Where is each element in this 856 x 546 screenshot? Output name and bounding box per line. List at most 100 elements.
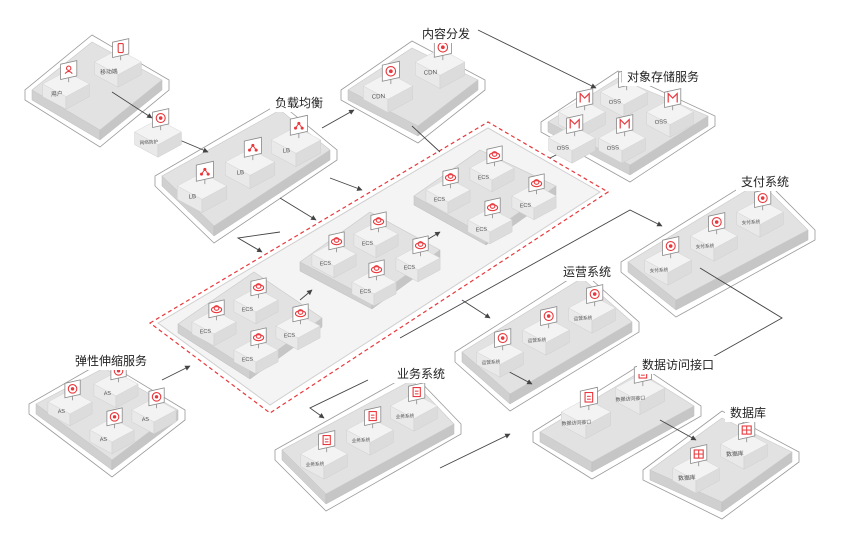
ops-node-3-label: 运营系统 [573, 314, 592, 322]
ecs-b-node-1-label: ECS [320, 261, 332, 268]
ecs-a-node-1-label: ECS [200, 329, 212, 336]
scaling-icon [67, 384, 78, 394]
db-node-2: 数据库 [720, 420, 768, 470]
db-group-title: 数据库 [725, 404, 772, 422]
dai-group-title: 数据访问接口 [637, 356, 720, 374]
ecs-a-node-2-label: ECS [242, 307, 254, 314]
ecs-a-node-3: ECS [275, 303, 321, 351]
payment-icon [665, 241, 676, 252]
dai-node-1: 数据访问接口 [560, 386, 612, 440]
conn-pay-dai [699, 267, 783, 365]
as-node-3: AS [131, 387, 177, 435]
conn-as-ecs [161, 365, 191, 381]
waf-node-1: 网络防护 [134, 108, 182, 158]
biz-node-2: 业务系统 [346, 406, 394, 456]
as-outline [28, 360, 186, 478]
db-node-1-label: 数据库 [678, 473, 696, 482]
conn-lb-ecs-a [236, 231, 281, 253]
database-icon [693, 449, 704, 459]
storage-icon [667, 92, 678, 103]
ecs-c-node-2-label: ECS [478, 175, 490, 182]
lb-node-2: LB [224, 136, 276, 190]
biz-node-2-label: 业务系统 [351, 436, 370, 444]
scaling-icon [109, 412, 120, 422]
db-node-1: 数据库 [672, 444, 720, 494]
conn-biz-dai [439, 433, 511, 469]
cloud-icon [444, 173, 457, 182]
ecs-c-node-4: ECS [467, 197, 513, 245]
biz-group-title: 业务系统 [392, 365, 451, 383]
dai-node-2-label: 数据访问接口 [615, 394, 645, 403]
cdn-outline [340, 40, 486, 144]
biz-node-3: 业务系统 [390, 382, 438, 432]
operations-icon [589, 288, 600, 300]
cloud-icon [252, 283, 265, 292]
ecs-b-node-1: ECS [311, 231, 357, 279]
oss-node-4: OSS [598, 114, 646, 164]
cloud-icon [488, 151, 501, 160]
cloud-icon [372, 217, 385, 226]
ecs-b-node-2: ECS [353, 211, 399, 259]
pay-group-title: 支付系统 [736, 173, 795, 191]
pay-node-2-label: 支付系统 [695, 242, 714, 250]
ecs-b-node-3: ECS [395, 235, 441, 283]
ecs-b-node-4-label: ECS [360, 289, 372, 296]
lb-outline [154, 102, 338, 244]
ecs-b-node-2-label: ECS [362, 241, 374, 248]
ops-node-2: 运营系统 [522, 306, 570, 356]
biz-node-1-label: 业务系统 [305, 460, 324, 468]
client-node-2-label: 移动端 [100, 67, 118, 76]
as-node-3-label: AS [142, 417, 150, 424]
pay-node-1: 支付系统 [644, 236, 692, 286]
database-icon [741, 425, 752, 435]
pay-node-3: 支付系统 [736, 188, 784, 238]
ops-node-1: 运营系统 [476, 328, 524, 378]
client-node-1: 用户 [42, 60, 90, 110]
as-node-1-label: AS [58, 409, 66, 416]
ops-node-3: 运营系统 [568, 284, 616, 334]
oss-node-5-label: OSS [557, 145, 570, 152]
pay-outline [620, 174, 816, 318]
cloud-icon [486, 203, 499, 212]
oss-node-3-label: OSS [655, 119, 668, 126]
client-node-2: 移动端 [94, 38, 142, 88]
cdn-platform [340, 40, 486, 144]
as-group-title: 弹性伸缩服务 [70, 352, 153, 370]
business-icon [322, 434, 331, 446]
oss-node-3: OSS [646, 88, 694, 138]
biz-outline [274, 372, 462, 512]
ops-node-1-label: 运营系统 [481, 358, 500, 366]
dai-outline [532, 364, 702, 480]
lb-node-3-label: LB [282, 147, 290, 155]
conn-ecs-ops [461, 299, 491, 319]
dai-node-2: 数据访问接口 [614, 362, 666, 416]
connectors [111, 29, 783, 469]
ecs-c-node-4-label: ECS [476, 227, 488, 234]
conn-lb-ecs-b [279, 197, 317, 221]
as-node-1: AS [47, 379, 93, 427]
oss-node-4-label: OSS [607, 145, 620, 152]
ecs-cluster-dashed-border [148, 121, 610, 414]
business-icon [368, 410, 377, 422]
lb-node-3: LB [270, 114, 322, 168]
scaling-icon [151, 392, 162, 402]
operations-icon [543, 310, 554, 322]
lb-node-1: LB [176, 160, 228, 214]
conn-ecs-pay [399, 209, 663, 339]
pay-node-3-label: 支付系统 [741, 218, 760, 226]
ecs-c-node-1-label: ECS [434, 197, 446, 204]
pay-node-1-label: 支付系统 [649, 266, 668, 274]
ecs-c-node-2: ECS [469, 145, 515, 193]
cloud-icon [530, 179, 543, 188]
ecs-a-node-4: ECS [233, 327, 279, 375]
ecs-c-node-3-label: ECS [520, 203, 532, 210]
pay-node-2: 支付系统 [690, 212, 738, 262]
biz-node-1: 业务系统 [300, 430, 348, 480]
payment-icon [757, 193, 768, 204]
lb-node-1-label: LB [188, 193, 196, 201]
payment-icon [711, 217, 722, 228]
ecs-a-node-1: ECS [191, 299, 237, 347]
as-node-4-label: AS [100, 437, 108, 444]
storage-icon [569, 118, 580, 129]
biz-node-3-label: 业务系统 [395, 412, 414, 420]
